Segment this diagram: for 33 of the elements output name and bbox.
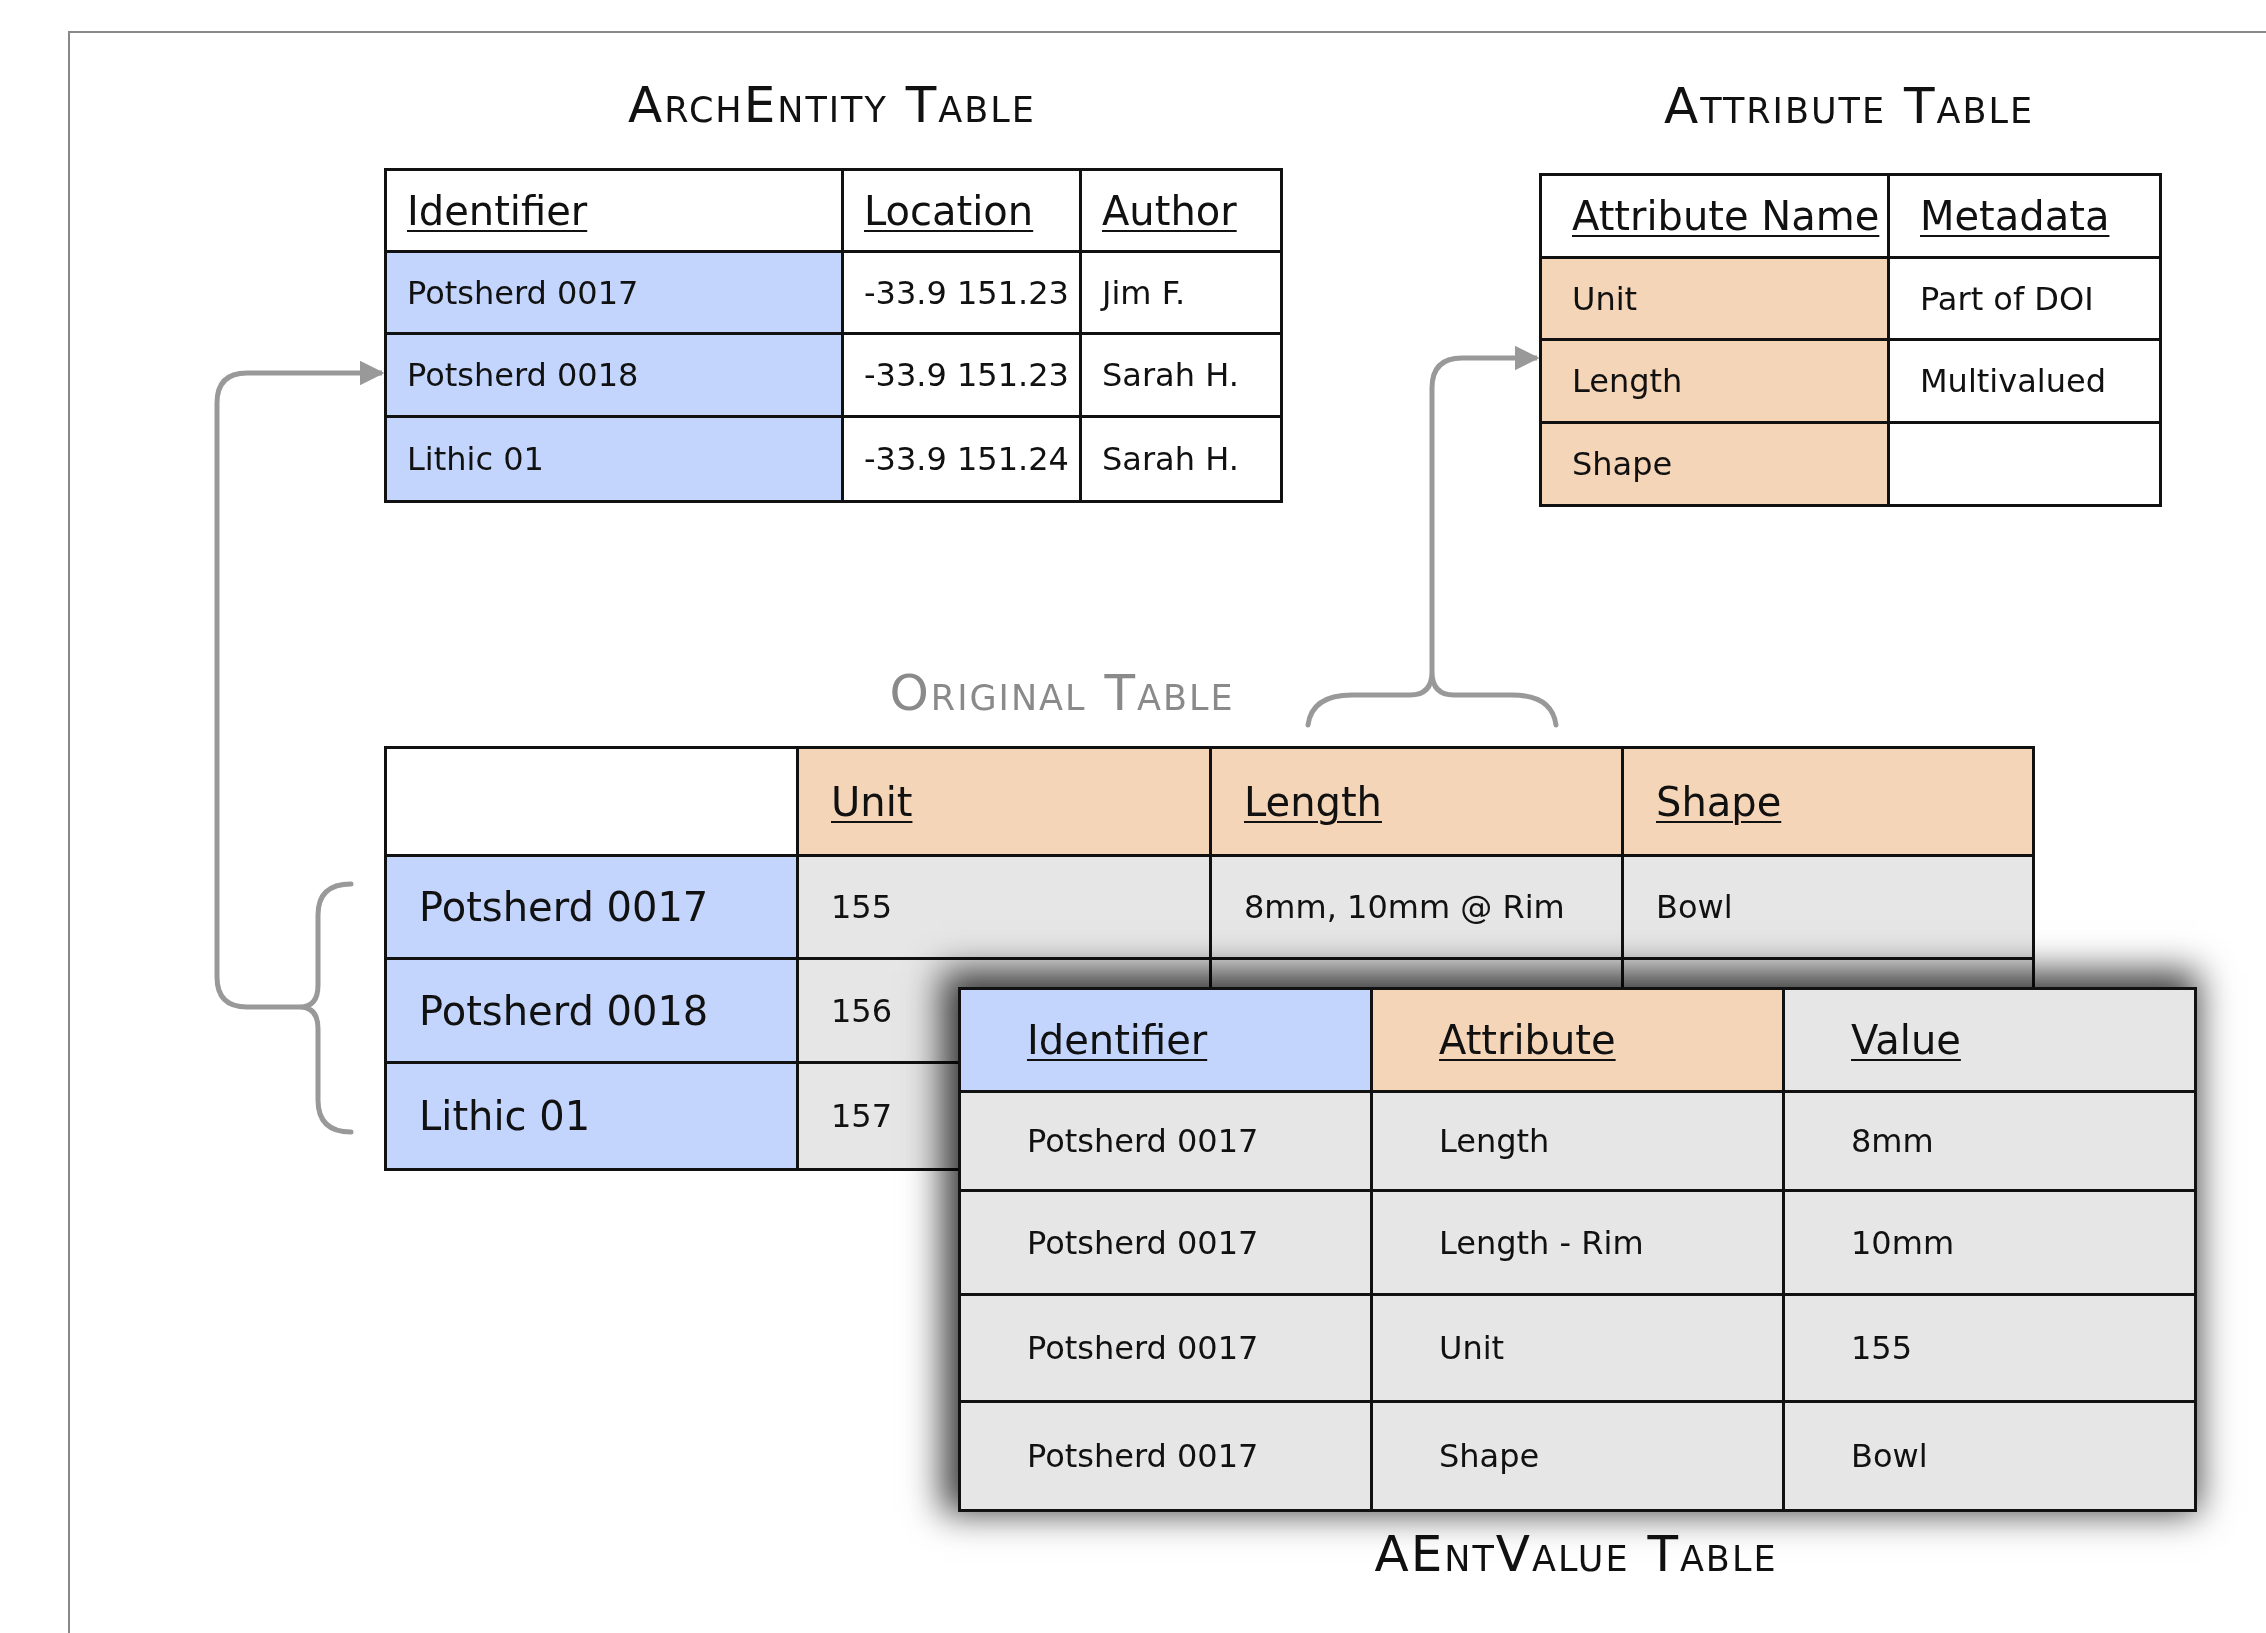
curly-brace <box>297 881 354 1135</box>
table-cell: Length <box>1539 338 1890 424</box>
table-cell: Potsherd 0017 <box>958 1400 1373 1512</box>
table-title: Attribute Table <box>1662 77 2036 135</box>
table-cell: 8mm, 10mm @ Rim <box>1209 854 1624 960</box>
table-cell: 155 <box>796 854 1212 960</box>
column-header: Identifier <box>384 168 844 253</box>
column-header: Metadata <box>1887 173 2162 259</box>
table-cell: Potsherd 0018 <box>384 957 799 1064</box>
column-header: Identifier <box>958 987 1373 1093</box>
table-cell: Lithic 01 <box>384 415 844 503</box>
table-title: ArchEntity Table <box>627 76 1037 134</box>
table-cell: Unit <box>1539 256 1890 341</box>
table-cell: Lithic 01 <box>384 1061 799 1171</box>
column-header: Value <box>1782 987 2197 1093</box>
table-title: AEntValue Table <box>1373 1525 1779 1583</box>
column-header: Attribute <box>1370 987 1785 1093</box>
column-header: Attribute Name <box>1539 173 1890 259</box>
table-cell: Bowl <box>1782 1400 2197 1512</box>
table-cell: Shape <box>1539 421 1890 507</box>
table-cell: Potsherd 0018 <box>384 332 844 418</box>
table-cell: Bowl <box>1621 854 2035 960</box>
table-cell: Sarah H. <box>1079 415 1283 503</box>
arrow <box>214 360 385 1010</box>
column-header: Author <box>1079 168 1283 253</box>
column-header: Shape <box>1621 746 2035 857</box>
curly-brace <box>1305 669 1559 728</box>
table-cell: Potsherd 0017 <box>384 854 799 960</box>
column-header: Unit <box>796 746 1212 857</box>
arrow <box>1429 345 1540 672</box>
column-header: Length <box>1209 746 1624 857</box>
table-cell: Potsherd 0017 <box>384 250 844 335</box>
table-title: Original Table <box>888 664 1236 722</box>
